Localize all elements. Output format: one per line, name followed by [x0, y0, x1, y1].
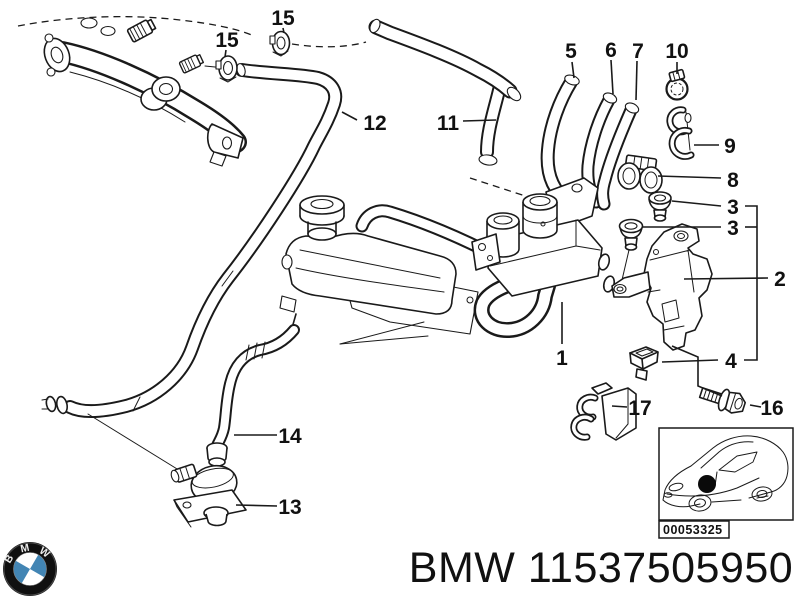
callout-14: 14: [278, 425, 302, 448]
callout-7: 7: [632, 40, 644, 63]
callout-8: 8: [727, 169, 739, 192]
roundel-letter-m: M: [19, 542, 30, 556]
hose-clamp-15a: [269, 30, 291, 57]
callout-4: 4: [725, 350, 737, 373]
clamp-10: [665, 68, 689, 101]
inset-code-box: [658, 520, 730, 539]
threaded-fitting: [126, 18, 157, 43]
part-number-caption: BMW 11537505950: [409, 544, 793, 592]
callout-10: 10: [665, 40, 688, 63]
callout-2: 2: [774, 268, 786, 291]
hose-12: [41, 63, 343, 473]
callout-6: 6: [605, 39, 617, 62]
coolant-pipe-drawing: [43, 17, 247, 167]
callout-3a: 3: [727, 196, 739, 219]
callout-13: 13: [278, 496, 301, 519]
grommet-3b: [618, 218, 644, 281]
callout-15b: 15: [215, 29, 239, 52]
hose-14: [206, 324, 300, 467]
expansion-tank: [279, 195, 479, 345]
bracket-2: [611, 223, 713, 351]
bmw-roundel: B M W: [2, 542, 57, 596]
car-inset-frame: [658, 427, 794, 521]
car-location-dot: [698, 475, 716, 493]
holder-17: [570, 382, 637, 441]
quick-connector: [206, 442, 228, 467]
hose-11: [368, 18, 522, 166]
callout-16: 16: [760, 397, 783, 420]
callout-12: 12: [363, 112, 386, 135]
clip-4: [629, 346, 659, 381]
callout-17: 17: [628, 397, 651, 420]
callouts: 15 15 12 11 5 6 7 10 9 8 3 3 2 4 16 17 1…: [215, 7, 786, 519]
double-clamp-8: [617, 154, 663, 194]
hose-clamp-15b: [215, 55, 238, 83]
callout-1: 1: [556, 347, 568, 370]
inset-code: 00053325: [663, 523, 723, 537]
auxiliary-water-pump: [170, 463, 247, 528]
callout-15a: 15: [271, 7, 295, 30]
grommet-3a: [648, 191, 672, 222]
quick-connector: [41, 395, 69, 415]
callout-5: 5: [565, 40, 577, 63]
callout-9: 9: [724, 135, 736, 158]
car-drawing: [662, 435, 789, 512]
bolt-16: [698, 387, 747, 414]
spring-clips-9: [666, 106, 695, 160]
water-valve-assembly: [471, 177, 616, 338]
hose-7: [596, 102, 640, 211]
tank-cap: [299, 195, 345, 241]
callout-3b: 3: [727, 217, 739, 240]
callout-11: 11: [437, 112, 460, 135]
leader-lines: [224, 27, 769, 507]
car-inset: 00053325: [658, 427, 794, 539]
threaded-fitting: [178, 54, 205, 74]
